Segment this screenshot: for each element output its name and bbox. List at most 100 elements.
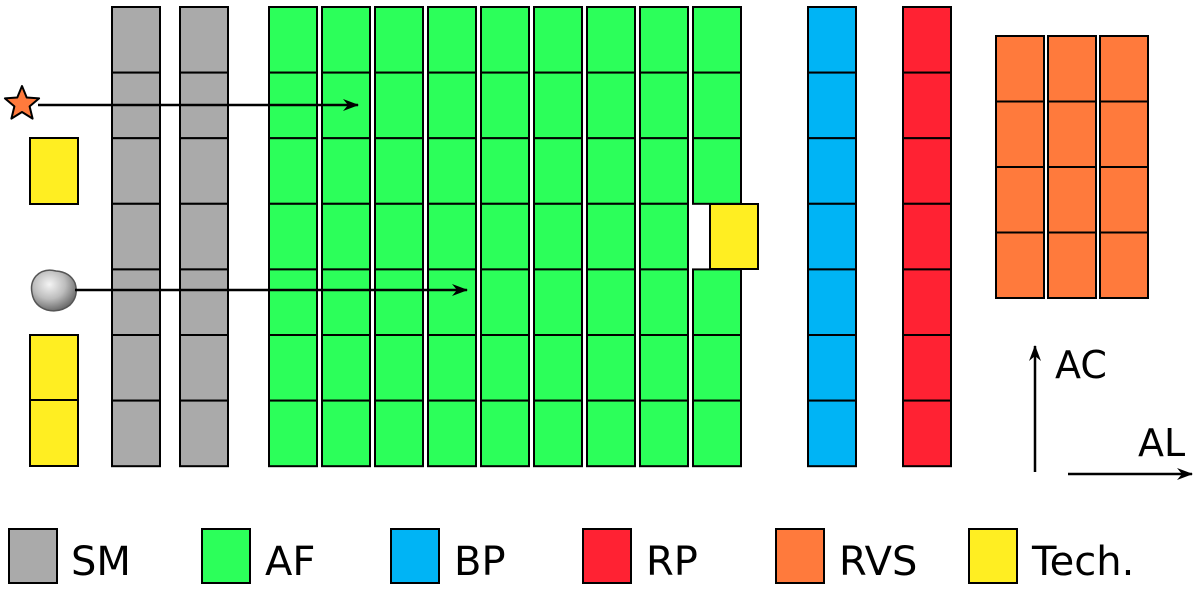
rvs-ccd bbox=[995, 100, 1045, 168]
sm-ccd bbox=[111, 202, 161, 271]
af-ccd bbox=[374, 137, 424, 205]
af-ccd bbox=[586, 202, 636, 271]
af-ccd bbox=[427, 268, 477, 336]
sm-ccd bbox=[179, 399, 229, 468]
bp-ccd bbox=[807, 399, 857, 468]
sm-ccd bbox=[179, 6, 229, 74]
af-ccd bbox=[427, 137, 477, 205]
af-ccd bbox=[639, 202, 689, 271]
tech-ccd bbox=[709, 203, 759, 270]
af-ccd bbox=[639, 71, 689, 140]
af-ccd bbox=[480, 137, 530, 205]
rvs-ccd bbox=[1047, 166, 1097, 234]
bp-ccd bbox=[807, 202, 857, 271]
af-ccd bbox=[374, 6, 424, 74]
af-ccd bbox=[639, 399, 689, 468]
tech-ccd bbox=[29, 334, 79, 401]
asteroid-source bbox=[30, 269, 468, 312]
af-ccd bbox=[374, 268, 424, 336]
legend-swatch-af bbox=[201, 528, 251, 584]
rp-ccd bbox=[902, 334, 952, 402]
sm-ccd bbox=[111, 268, 161, 336]
asteroid-icon bbox=[30, 269, 77, 312]
rp-ccd bbox=[902, 6, 952, 74]
sm-ccd bbox=[179, 268, 229, 336]
af-ccd bbox=[692, 6, 742, 74]
af-ccd bbox=[533, 137, 583, 205]
legend-label-tech: Tech. bbox=[1031, 539, 1134, 585]
rp-ccd bbox=[902, 202, 952, 271]
rp-ccd bbox=[902, 71, 952, 140]
af-ccd bbox=[480, 202, 530, 271]
af-ccd bbox=[321, 202, 371, 271]
af-ccd bbox=[268, 202, 318, 271]
af-ccd bbox=[374, 334, 424, 402]
af-ccd bbox=[374, 202, 424, 271]
rvs-ccd bbox=[1047, 35, 1097, 103]
af-ccd bbox=[268, 334, 318, 402]
af-ccd bbox=[480, 334, 530, 402]
legend-swatch-bp bbox=[390, 528, 440, 584]
af-ccd bbox=[586, 268, 636, 336]
af-ccd bbox=[533, 71, 583, 140]
sm-ccd bbox=[111, 399, 161, 468]
af-ccd bbox=[374, 399, 424, 468]
af-ccd bbox=[533, 202, 583, 271]
af-ccd bbox=[427, 71, 477, 140]
af-ccd bbox=[533, 399, 583, 468]
af-ccd bbox=[321, 399, 371, 468]
af-ccd bbox=[692, 268, 742, 336]
af-ccd bbox=[427, 399, 477, 468]
legend-swatch-rp bbox=[582, 528, 632, 584]
legend-label-af: AF bbox=[265, 539, 315, 585]
rvs-ccd bbox=[1099, 231, 1149, 299]
bp-ccd bbox=[807, 268, 857, 336]
af-ccd bbox=[321, 6, 371, 74]
sm-ccd bbox=[179, 334, 229, 402]
af-ccd bbox=[533, 334, 583, 402]
tech-ccd bbox=[29, 137, 79, 205]
af-ccd bbox=[692, 334, 742, 402]
rvs-ccd bbox=[995, 166, 1045, 234]
af-ccd bbox=[692, 137, 742, 205]
af-ccd bbox=[639, 6, 689, 74]
sm-ccd bbox=[179, 202, 229, 271]
legend: SM AF BP RP RVS Tech. bbox=[8, 528, 1134, 585]
af-ccd bbox=[586, 334, 636, 402]
af-ccd bbox=[321, 268, 371, 336]
sm-ccd bbox=[111, 6, 161, 74]
legend-label-rp: RP bbox=[646, 539, 698, 585]
ac-label: AC bbox=[1055, 343, 1107, 387]
bp-ccd bbox=[807, 6, 857, 74]
bp-ccd bbox=[807, 334, 857, 402]
af-ccd bbox=[480, 399, 530, 468]
tech-ccd bbox=[29, 399, 79, 467]
bp-ccd bbox=[807, 71, 857, 140]
legend-label-rvs: RVS bbox=[839, 539, 917, 585]
af-ccd bbox=[692, 71, 742, 140]
af-ccd bbox=[586, 6, 636, 74]
af-ccd bbox=[480, 6, 530, 74]
rp-ccd bbox=[902, 137, 952, 205]
af-ccd bbox=[374, 71, 424, 140]
af-ccd bbox=[692, 399, 742, 468]
af-ccd bbox=[268, 137, 318, 205]
rp-ccd bbox=[902, 268, 952, 336]
af-ccd bbox=[639, 268, 689, 336]
rvs-ccd bbox=[995, 35, 1045, 103]
legend-swatch-rvs bbox=[775, 528, 825, 584]
ccd-grid bbox=[29, 6, 1149, 468]
rvs-ccd bbox=[995, 231, 1045, 299]
af-ccd bbox=[427, 6, 477, 74]
af-ccd bbox=[268, 268, 318, 336]
af-ccd bbox=[533, 6, 583, 74]
rp-ccd bbox=[902, 399, 952, 468]
af-ccd bbox=[639, 334, 689, 402]
sm-ccd bbox=[111, 137, 161, 205]
sm-ccd bbox=[179, 137, 229, 205]
af-ccd bbox=[586, 137, 636, 205]
legend-label-sm: SM bbox=[71, 539, 131, 585]
af-ccd bbox=[268, 399, 318, 468]
af-ccd bbox=[427, 202, 477, 271]
